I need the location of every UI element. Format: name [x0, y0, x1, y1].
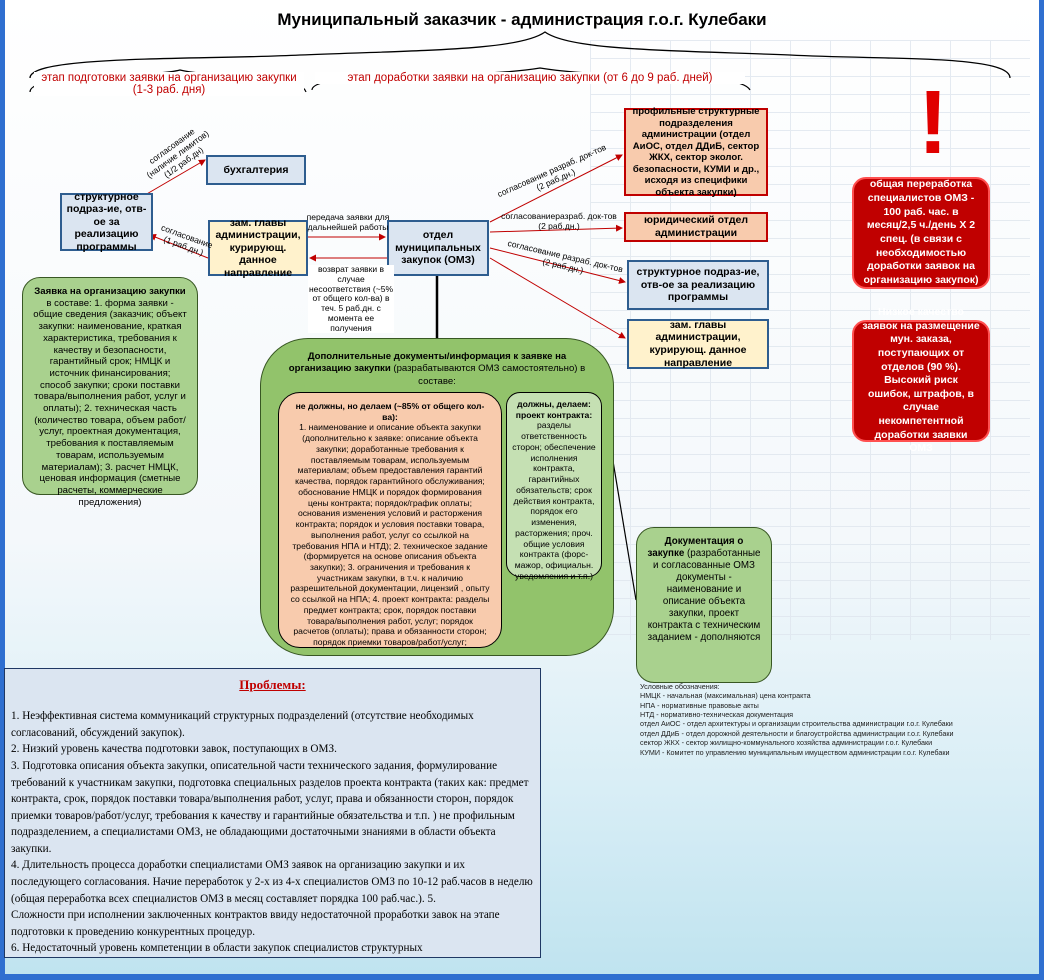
structural-division-box: структурное подраз-ие, отв-ое за реализа…	[60, 191, 153, 253]
label-return: возврат заявки в случае несоответствия (…	[308, 264, 394, 334]
problems-header: Проблемы:	[239, 677, 306, 692]
legend: Условные обозначения: НМЦК - начальная (…	[640, 682, 980, 757]
legend-item: отдел АиОС - отдел архитектуры и организ…	[640, 719, 953, 729]
required-lead: должны, делаем: проект контракта:	[515, 399, 593, 420]
stage-prep-label: этап подготовки заявки на организацию за…	[34, 72, 304, 96]
arrow-struct2	[489, 247, 626, 284]
application-composition: Заявка на организацию закупки в составе:…	[22, 277, 198, 508]
line-to-docs	[611, 454, 637, 601]
quality-alert: Низкое качество заявок на размещение мун…	[852, 306, 990, 454]
brace-top	[29, 31, 1011, 79]
page-title: Муниципальный заказчик - администрация г…	[277, 10, 767, 29]
not-required-lead: не должны, но делаем (~85% от общего кол…	[295, 401, 485, 422]
problem-item: Сложности при исполнении заключенных кон…	[11, 909, 500, 938]
problem-item: 1. Неэффективная система коммуникаций ст…	[11, 710, 474, 739]
additional-header-lead: Дополнительные документы/информация к за…	[288, 351, 567, 375]
required-text: разделы ответственность сторон; обеспече…	[512, 420, 596, 581]
arrow-deputy2	[489, 257, 626, 339]
problems-panel: Проблемы: 1. Неэффективная система комму…	[4, 668, 541, 958]
additional-header: Дополнительные документы/информация к за…	[261, 339, 613, 388]
legend-item: сектор ЖКХ - сектор жилищно-коммунальног…	[640, 738, 933, 748]
accounting-box: бухгалтерия	[206, 155, 306, 185]
application-lead: Заявка на организацию закупки	[34, 286, 186, 297]
application-text: в составе: 1. форма заявки - общие сведе…	[33, 297, 187, 508]
documentation-text: (разработанные и согласованные ОМЗ докум…	[647, 547, 761, 643]
profile-departments-box: профильные структурные подразделения адм…	[624, 106, 768, 198]
legend-title: Условные обозначения:	[640, 682, 720, 691]
label-agree-legal: согласованиеразраб. док-тов (2 раб.дн.)	[501, 211, 617, 231]
not-required-docs-box: не должны, но делаем (~85% от общего кол…	[278, 392, 502, 648]
legend-item: НМЦК - начальная (максимальная) цена кон…	[640, 691, 811, 701]
workload-alert: общая переработка специалистов ОМЗ - 100…	[852, 177, 990, 289]
problem-item: 2. Низкий уровень качества подготовки за…	[11, 743, 337, 756]
legend-item: отдел ДДиБ - отдел дорожной деятельности…	[640, 728, 954, 738]
problem-item: 3. Подготовка описания объекта закупки, …	[11, 759, 529, 855]
arrow-legal	[489, 224, 623, 233]
arrow-deputy-back	[149, 233, 209, 259]
legend-item: НПА - нормативные правовые акты	[640, 700, 759, 710]
legend-item: КУМИ - Комитет по управлению муниципальн…	[640, 747, 950, 757]
structural-division-box-2: структурное подраз-ие, отв-ое за реализа…	[627, 260, 769, 310]
warning-exclamation: !	[918, 73, 948, 173]
arrow-profile	[489, 154, 623, 223]
additional-header-tail: (разрабатываются ОМЗ самостоятельно) в с…	[390, 363, 586, 387]
documentation-lead: Документация о закупке	[647, 536, 744, 559]
arrow-accounting	[144, 159, 206, 196]
deputy-head-box: зам. главы администрации, курирующ. данн…	[208, 217, 308, 279]
problem-item: 4. Длительность процесса доработки специ…	[11, 859, 533, 905]
required-docs-box: должны, делаем: проект контракта: раздел…	[506, 392, 602, 581]
problem-item: 6. Недостаточный уровень компетенции в о…	[11, 942, 423, 955]
procurement-documentation: Документация о закупке (разработанные и …	[636, 527, 772, 683]
stage-refine-label: этап доработки заявки на организацию зак…	[315, 72, 745, 84]
legal-department-box: юридический отдел администрации	[624, 212, 768, 242]
not-required-text: 1. наименование и описание объекта закуп…	[290, 422, 490, 648]
deputy-head-box-2: зам. главы администрации, курирующ. данн…	[627, 319, 769, 369]
label-transfer: передача заявки для дальнейшей работы	[306, 212, 390, 232]
legend-item: НТД - нормативно-техническая документаци…	[640, 710, 794, 720]
omz-box: отдел муниципальных закупок (ОМЗ)	[387, 220, 489, 276]
